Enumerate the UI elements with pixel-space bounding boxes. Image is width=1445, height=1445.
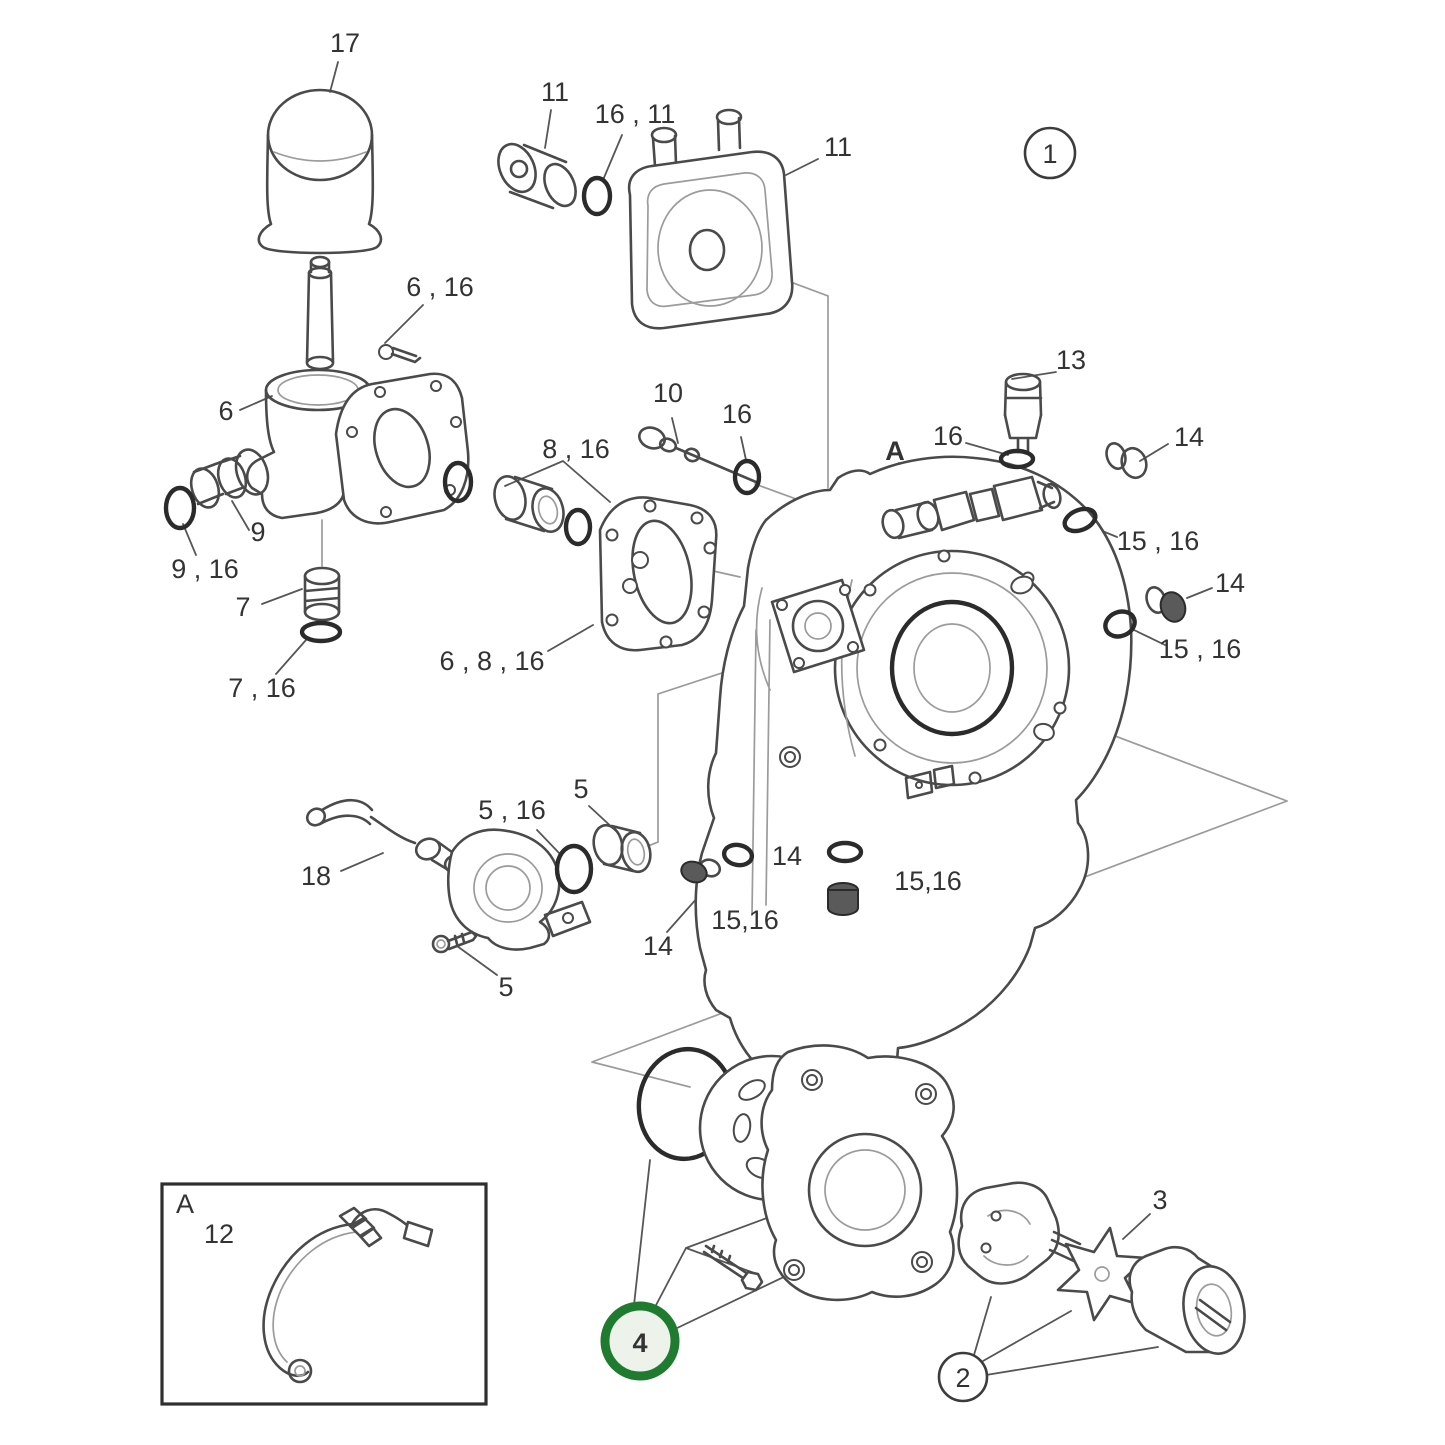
callout-14-mid-right: 14 <box>1215 568 1245 598</box>
callout-11-cooler: 11 <box>824 132 852 162</box>
part-5-18-assembly <box>305 798 652 954</box>
part-A-relief-valve <box>881 475 1062 540</box>
o-ring-15-16-mid-right <box>1103 609 1137 639</box>
part-12-cable <box>262 1206 434 1384</box>
part-13-sensor <box>998 372 1043 470</box>
coupling-hub-left <box>957 1181 1060 1285</box>
main-housing <box>680 372 1187 1136</box>
callout-5-bushing: 5 <box>573 774 588 804</box>
bottom-flange-assembly <box>636 1044 959 1302</box>
callout-6-8-16: 6 , 8 , 16 <box>439 646 544 676</box>
callout-16-valve: 16 <box>933 421 963 451</box>
callout-15-16-bottom-mid: 15,16 <box>894 866 962 896</box>
callout-15-16-bottom-left: 15,16 <box>711 905 779 935</box>
part-ref-1[interactable]: 1 <box>1023 126 1077 180</box>
callout-14-bottom-left: 14 <box>643 931 673 961</box>
part-ref-4-label: 4 <box>632 1328 647 1358</box>
callout-A-housing: A <box>885 436 905 466</box>
callout-7: 7 <box>235 592 250 622</box>
callout-13: 13 <box>1056 345 1086 375</box>
callout-5-16: 5 , 16 <box>478 795 546 825</box>
part-14-plug-mid-right <box>1103 586 1187 639</box>
part-11-oil-cooler <box>497 108 794 330</box>
o-ring-16 <box>732 458 762 496</box>
o-ring-15-16-bottom-mid <box>826 840 864 864</box>
part-ref-2[interactable]: 2 <box>937 1351 989 1403</box>
callout-9: 9 <box>250 517 265 547</box>
inset-box-A <box>160 1182 488 1406</box>
o-ring-9-16 <box>163 485 197 531</box>
part-14-plug-bottom-left <box>680 842 755 884</box>
callout-5-screw: 5 <box>498 972 513 1002</box>
callout-15-16-top-right: 15 , 16 <box>1117 526 1200 556</box>
callout-6-16: 6 , 16 <box>406 272 474 302</box>
callout-16-11: 16 , 11 <box>595 99 676 129</box>
highlight-ring <box>600 1301 680 1381</box>
part-gasket-6-8-16 <box>598 496 718 652</box>
callout-7-16: 7 , 16 <box>228 673 296 703</box>
callout-16-mid: 16 <box>722 399 752 429</box>
callout-6: 6 <box>218 396 233 426</box>
part-14-plug-bottom-mid <box>826 840 864 917</box>
callout-15-16-mid-right: 15 , 16 <box>1159 634 1242 664</box>
part-6-cover-plate <box>334 344 474 525</box>
part-ref-1-label: 1 <box>1042 139 1057 169</box>
o-ring-15-16-bottom-left <box>721 842 755 868</box>
part-14-plug-top-right <box>1062 442 1148 534</box>
part-17-oil-filter <box>257 88 383 371</box>
callout-9-16: 9 , 16 <box>171 554 239 584</box>
part-ref-4-highlighted[interactable]: 4 <box>600 1301 680 1381</box>
callout-14-bottom-mid: 14 <box>772 841 802 871</box>
callout-10: 10 <box>653 378 683 408</box>
callout-A-inset: A <box>176 1189 194 1219</box>
o-ring-15-16-top-right <box>1062 506 1098 534</box>
callout-14-top-right: 14 <box>1174 422 1204 452</box>
part-8-16-bushing <box>493 475 593 547</box>
coupling-assembly <box>957 1181 1246 1355</box>
o-ring-5-16 <box>554 843 594 895</box>
callout-3: 3 <box>1152 1185 1167 1215</box>
callout-17: 17 <box>330 28 360 58</box>
part-ref-2-label: 2 <box>955 1363 970 1393</box>
part-10-fitting <box>638 426 762 496</box>
o-ring-7-16 <box>299 620 343 644</box>
callout-8-16: 8 , 16 <box>542 434 610 464</box>
o-ring-16-valve <box>998 448 1036 470</box>
callout-11-top-left: 11 <box>541 77 569 107</box>
coupling-hub-right <box>1128 1245 1246 1355</box>
callout-18: 18 <box>301 861 331 891</box>
part-6-oil-pump <box>163 368 372 644</box>
callout-12: 12 <box>204 1219 234 1249</box>
o-ring-16-11 <box>581 175 613 217</box>
bolt-4 <box>702 1244 750 1282</box>
